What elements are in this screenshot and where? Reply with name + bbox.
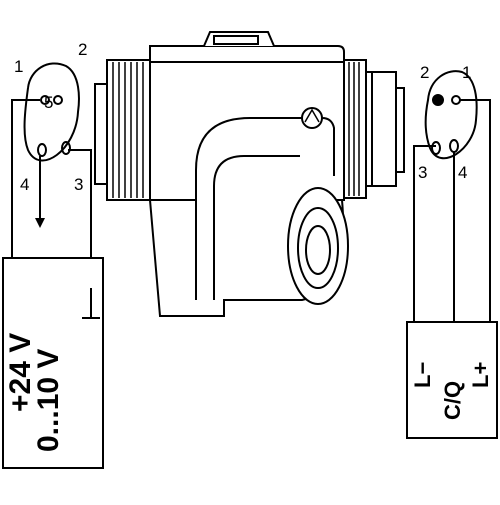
- converter-device: [94, 31, 405, 317]
- left-pin-3-label: 3: [74, 175, 83, 194]
- right-pin-2-label: 2: [420, 63, 429, 82]
- left-connector-face: [23, 62, 80, 162]
- l-plus-label: L+: [468, 362, 493, 388]
- right-pin-4-label: 4: [458, 163, 467, 182]
- right-connector-face: [424, 70, 478, 160]
- left-pin-5-label: 5: [44, 93, 53, 112]
- left-pin-4-label: 4: [20, 175, 29, 194]
- right-terminal-box: [406, 321, 498, 439]
- right-wires: [413, 99, 491, 322]
- right-pin-3-label: 3: [418, 163, 427, 182]
- cq-label: C/Q: [440, 381, 465, 420]
- ground-symbol: [82, 288, 100, 319]
- signal-label: 0...10 V: [32, 349, 65, 452]
- right-pin-1-label: 1: [462, 63, 471, 82]
- supply-label: +24 V: [4, 333, 37, 412]
- left-wires: [11, 99, 92, 258]
- left-signal-arrow: [35, 218, 45, 228]
- left-terminal-box: [2, 257, 104, 469]
- l-minus-label: L−: [410, 362, 435, 388]
- left-pin-1-label: 1: [14, 57, 23, 76]
- left-pin-2-label: 2: [78, 40, 87, 59]
